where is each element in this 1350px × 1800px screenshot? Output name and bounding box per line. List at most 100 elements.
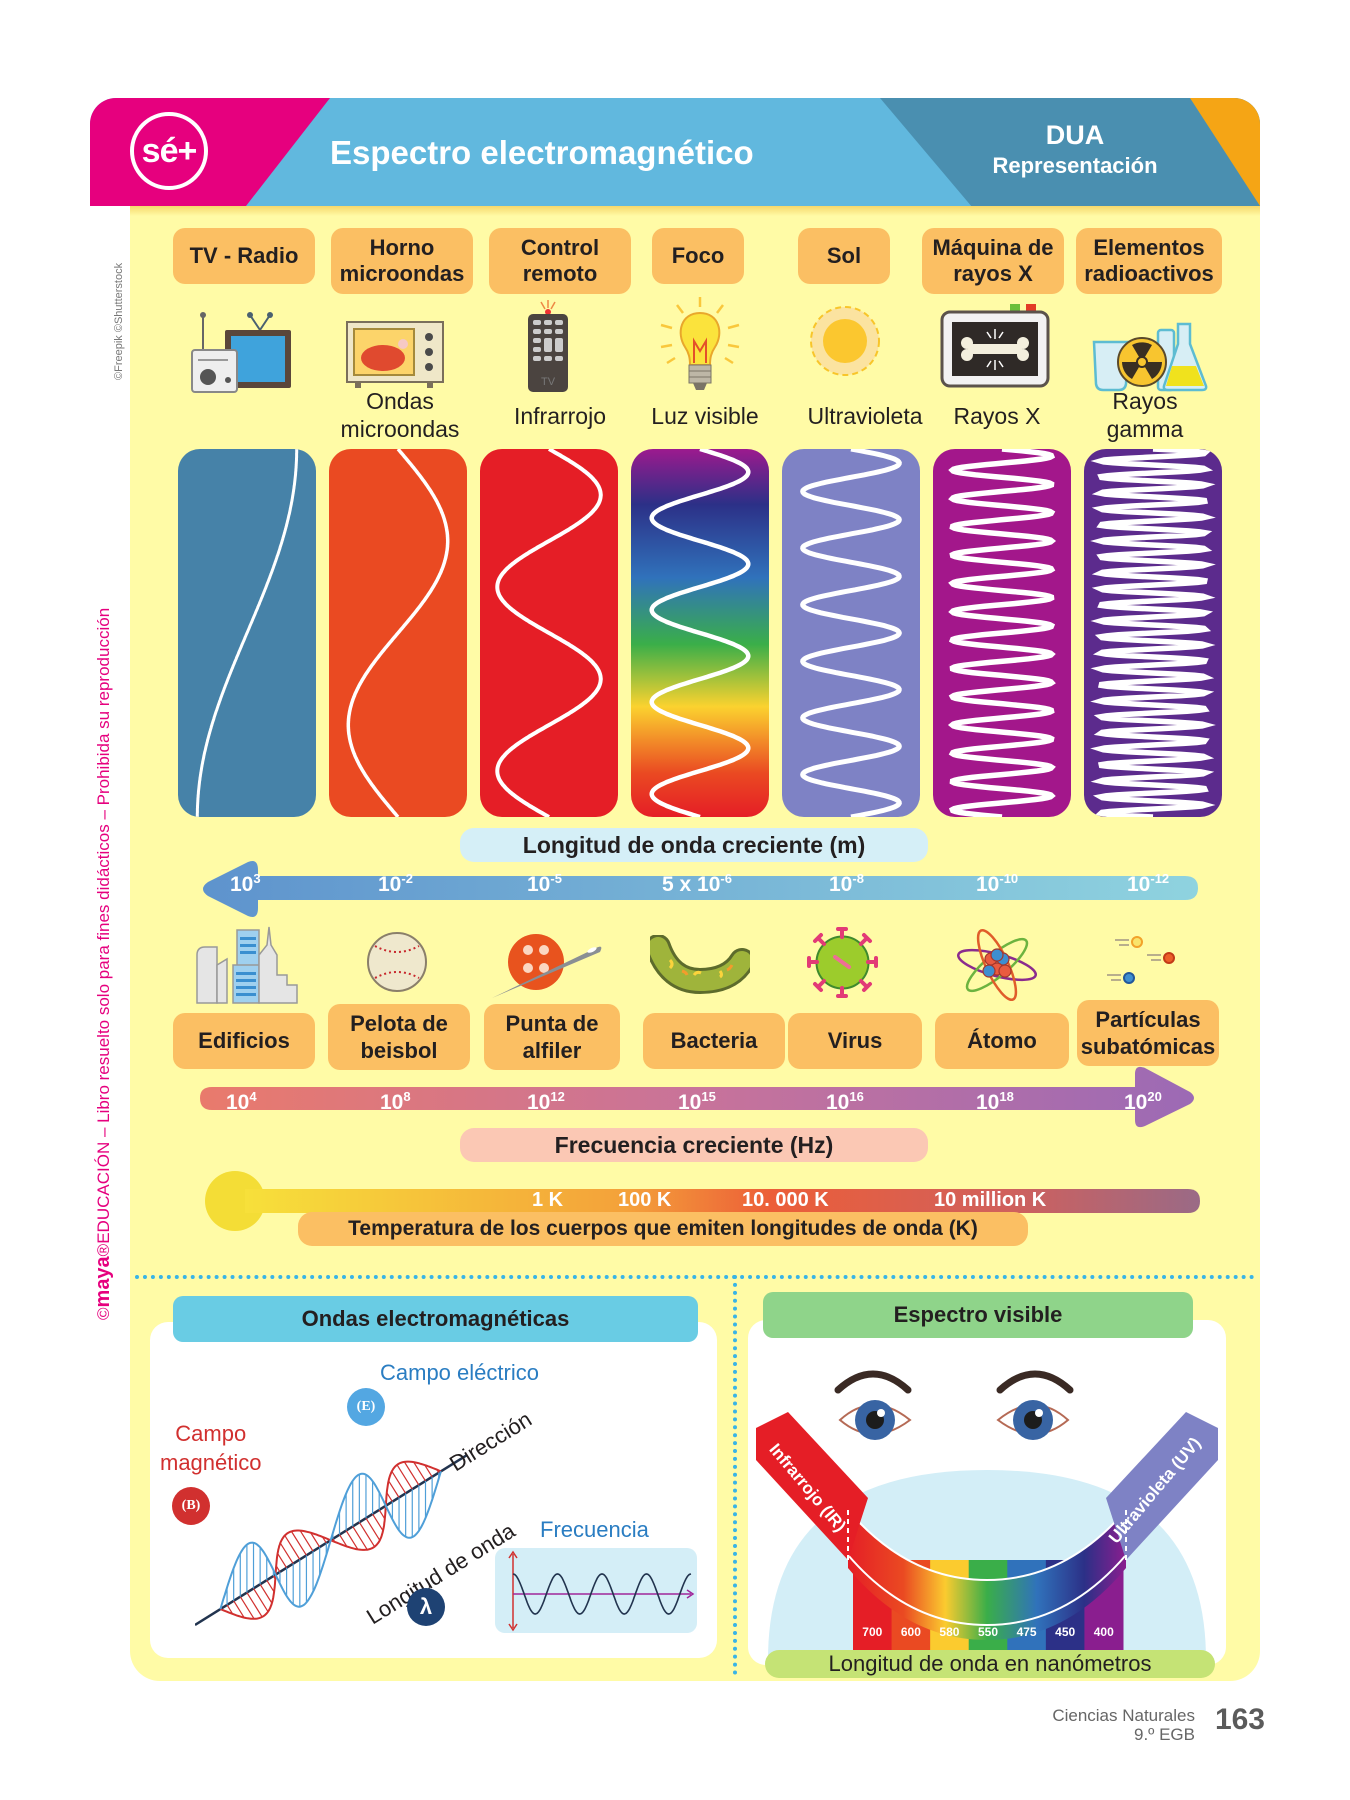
temperature-bar-title: Temperatura de los cuerpos que emiten lo… — [298, 1212, 1028, 1246]
infrared-arrow — [756, 1412, 868, 1560]
wave-panel-infrared — [480, 449, 618, 817]
frequency-bar-title: Frecuencia creciente (Hz) — [460, 1128, 928, 1162]
wave-name-gamma: Rayos gamma — [1106, 388, 1184, 442]
source-label-microwave: Horno microondas — [331, 228, 473, 294]
frequency-tick: 1016 — [826, 1089, 864, 1114]
wave-line-microwave — [346, 449, 450, 817]
virus-icon — [805, 925, 880, 1000]
source-label-bulb: Foco — [652, 228, 744, 284]
section-divider-vertical — [733, 1275, 737, 1675]
magnetic-field-symbol: (B) — [172, 1487, 210, 1525]
wavelength-bar-title: Longitud de onda creciente (m) — [460, 828, 928, 862]
page-header: sé+ Espectro electromagnético DUA Repres… — [90, 98, 1260, 206]
source-label-sun: Sol — [798, 228, 890, 284]
atom-icon — [955, 925, 1040, 1005]
wavelength-tick: 10-12 — [1127, 871, 1170, 896]
frequency-tick: 1018 — [976, 1089, 1014, 1114]
nm-label: 400 — [1093, 1625, 1114, 1639]
source-label-xray-machine: Máquina de rayos X — [922, 228, 1064, 294]
se-mas-logo: sé+ — [130, 112, 208, 190]
wave-line-gamma — [1090, 449, 1216, 817]
source-label-tv-radio: TV - Radio — [173, 228, 315, 284]
em-waves-title: Ondas electromagnéticas — [173, 1296, 698, 1342]
image-credit: ©Freepik ©Shutterstock — [113, 262, 125, 380]
svg-text:TV: TV — [541, 376, 556, 388]
frequency-tick: 104 — [226, 1089, 257, 1114]
x-ray-machine-icon — [940, 302, 1050, 388]
radioactive-icon — [1090, 322, 1210, 394]
wave-name-xrays: Rayos X — [953, 403, 1041, 429]
page-number: 163 — [1214, 1703, 1265, 1736]
lambda-symbol: λ — [407, 1588, 445, 1626]
remote-control-icon: TV — [523, 300, 573, 395]
visible-spectrum-title: Espectro visible — [763, 1292, 1193, 1338]
nm-label: 550 — [978, 1625, 999, 1639]
object-label-atom: Átomo — [935, 1013, 1069, 1069]
temperature-tick: 10. 000 K — [742, 1189, 829, 1211]
object-label-virus: Virus — [788, 1013, 922, 1069]
tv-radio-icon — [190, 305, 305, 395]
ultraviolet-arrow — [1106, 1412, 1218, 1560]
frequency-tick: 1015 — [678, 1089, 716, 1114]
source-label-radioactive: Elementos radioactivos — [1076, 228, 1222, 294]
frequency-tick: 108 — [380, 1089, 411, 1114]
object-label-bacteria: Bacteria — [643, 1013, 785, 1069]
frequency-arrow — [200, 1066, 1194, 1128]
frequency-tick: 1020 — [1124, 1089, 1162, 1114]
wavelength-tick: 10-8 — [829, 871, 864, 896]
electric-field-symbol: (E) — [347, 1388, 385, 1426]
wavelength-tick: 10-10 — [976, 871, 1019, 896]
dua-badge-title: DUA — [1045, 120, 1105, 150]
bacteria-icon — [645, 934, 755, 995]
frequency-tick: 1012 — [527, 1089, 565, 1114]
nm-label: 700 — [862, 1625, 883, 1639]
wavelength-tick: 10-5 — [527, 871, 562, 896]
wavelength-tick: 10-2 — [378, 871, 413, 896]
object-label-particles: Partículas subatómicas — [1077, 1000, 1219, 1066]
sun-icon — [807, 303, 883, 379]
electric-field-label: Campo eléctrico — [380, 1360, 539, 1385]
frequency-graph — [495, 1548, 697, 1633]
microwave-icon — [345, 320, 445, 390]
wave-line-xray — [947, 449, 1057, 817]
wave-panel-gamma — [1084, 449, 1222, 817]
wavelength-tick: 5 x 10-6 — [662, 871, 732, 896]
visible-spectrum-diagram — [756, 1370, 1218, 1660]
maya-brand: maya — [92, 1256, 114, 1308]
frequency-label: Frecuencia — [540, 1517, 649, 1542]
eyes-illustration — [834, 1370, 1074, 1440]
object-label-pin: Punta de alfiler — [484, 1004, 620, 1070]
nm-label: 450 — [1055, 1625, 1076, 1639]
page-title: Espectro electromagnético — [330, 134, 754, 171]
section-divider-horizontal — [135, 1275, 1255, 1279]
wave-panel-ultraviolet — [782, 449, 920, 817]
nm-band-labels: 700 600 580 550 475 450 400 — [853, 1625, 1123, 1643]
wave-line-ultraviolet — [800, 449, 902, 817]
magnetic-field-label: Campo magnético — [160, 1421, 262, 1475]
temperature-tick: 10 million K — [934, 1189, 1047, 1211]
wavelength-tick: 103 — [230, 871, 261, 896]
book-subject: Ciencias Naturales 9.º EGB — [1052, 1706, 1195, 1744]
light-bulb-icon — [655, 295, 745, 395]
wave-panel-microwave — [329, 449, 467, 817]
dua-badge-subtitle: Representación — [992, 153, 1158, 178]
nanometers-caption: Longitud de onda en nanómetros — [765, 1650, 1215, 1678]
wave-name-visible-light: Luz visible — [651, 403, 759, 429]
wave-name-infrared: Infrarrojo — [513, 403, 607, 429]
pin-needle-icon — [490, 932, 605, 1000]
baseball-icon — [365, 930, 429, 994]
dua-badge: DUA Representación — [980, 120, 1170, 179]
wave-name-ultraviolet: Ultravioleta — [807, 403, 923, 429]
temperature-tick: 100 K — [618, 1189, 672, 1211]
temperature-tick: 1 K — [532, 1189, 564, 1211]
wave-panel-xray — [933, 449, 1071, 817]
wave-line-visible — [649, 449, 751, 817]
object-label-buildings: Edificios — [173, 1013, 315, 1069]
object-label-baseball: Pelota de beisbol — [328, 1004, 470, 1070]
temperature-bar — [205, 1171, 1200, 1231]
wave-line-radio — [195, 449, 299, 817]
nm-label: 475 — [1016, 1625, 1037, 1639]
nm-label: 580 — [939, 1625, 960, 1639]
source-label-remote: Control remoto — [489, 228, 631, 294]
copyright-notice: ©maya®EDUCACIÓN – Libro resuelto solo pa… — [92, 607, 114, 1320]
